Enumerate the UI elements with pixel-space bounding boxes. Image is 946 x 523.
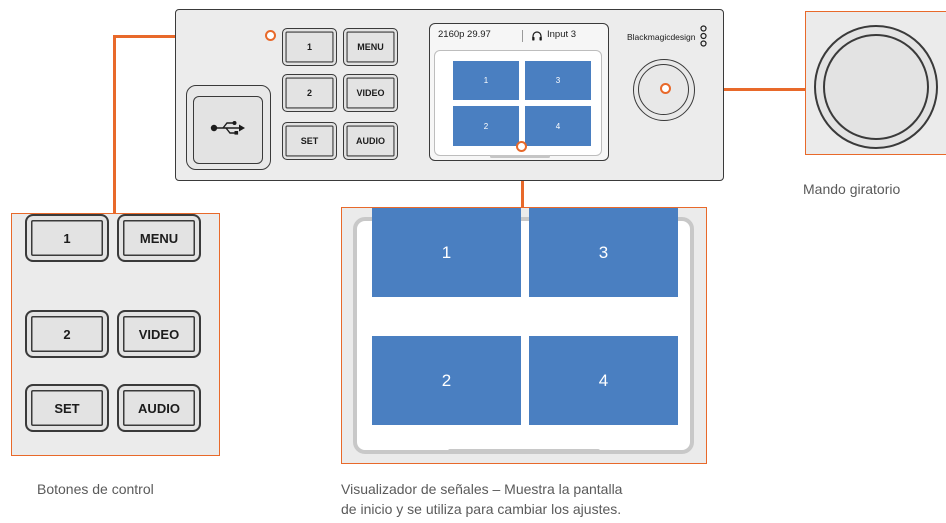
device-status-resolution: 2160p 29.97 [438, 29, 491, 40]
caption-buttons: Botones de control [37, 481, 154, 497]
callout-button-menu[interactable]: MENU [117, 214, 201, 262]
device-button-menu[interactable]: MENU [343, 28, 398, 66]
device-button-1[interactable]: 1 [282, 28, 337, 66]
callout-button-2[interactable]: 2 [25, 310, 109, 358]
device-tile-1[interactable]: 1 [453, 61, 519, 100]
device-tile-3[interactable]: 3 [525, 61, 591, 100]
headphones-icon [531, 29, 543, 41]
screen-anchor-dot [516, 141, 527, 152]
device-tile-4[interactable]: 4 [525, 106, 591, 146]
device-status-input: Input 3 [547, 29, 577, 40]
callout-tile-2[interactable]: 2 [372, 336, 521, 425]
usb-icon [210, 120, 246, 141]
usb-port-inner [193, 96, 263, 164]
status-divider [522, 30, 523, 42]
device-button-audio[interactable]: AUDIO [343, 122, 398, 160]
callout-button-1[interactable]: 1 [25, 214, 109, 262]
usb-port [186, 85, 271, 170]
device-button-video[interactable]: VIDEO [343, 74, 398, 112]
device-button-2[interactable]: 2 [282, 74, 337, 112]
callout-rotary-knob[interactable] [814, 25, 938, 149]
callout-button-set[interactable]: SET [25, 384, 109, 432]
device-tile-2[interactable]: 2 [453, 106, 519, 146]
brand-wordmark: Blackmagicdesign [627, 32, 696, 42]
caption-knob: Mando giratorio [803, 181, 901, 197]
buttons-connector-v [113, 35, 116, 213]
device-rotary-knob-inner [638, 64, 689, 115]
knob-connector-h [666, 88, 806, 91]
caption-screen-line1: Visualizador de señales – Muestra la pan… [341, 481, 623, 497]
buttons-anchor-dot [265, 30, 276, 41]
callout-tile-1[interactable]: 1 [372, 208, 521, 297]
callout-button-audio[interactable]: AUDIO [117, 384, 201, 432]
knob-anchor-dot [660, 83, 671, 94]
callout-screen-home-bar [448, 449, 600, 453]
callout-tile-3[interactable]: 3 [529, 208, 678, 297]
brand-logo-icon [699, 25, 708, 47]
device-screen-home-bar [490, 155, 550, 158]
callout-tile-4[interactable]: 4 [529, 336, 678, 425]
caption-screen-line2: de inicio y se utiliza para cambiar los … [341, 501, 622, 517]
device-button-set[interactable]: SET [282, 122, 337, 160]
callout-rotary-knob-ring [823, 34, 929, 140]
callout-button-video[interactable]: VIDEO [117, 310, 201, 358]
